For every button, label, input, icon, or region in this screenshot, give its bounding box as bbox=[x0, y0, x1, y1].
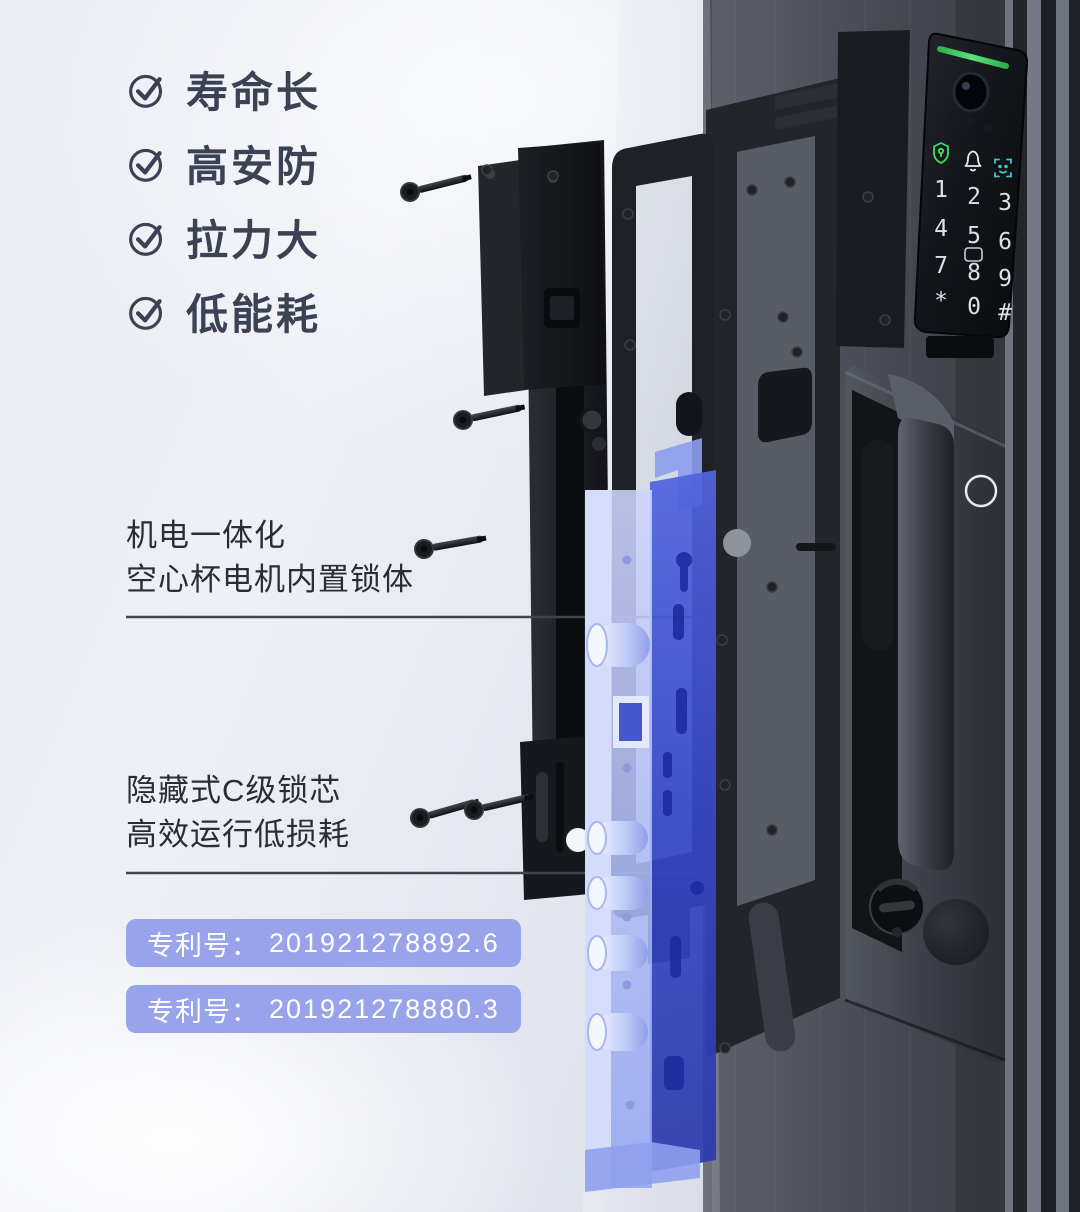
latch-window bbox=[613, 696, 649, 748]
keypad-keys: 1 2 3 4 5 6 7 8 9 * 0 # bbox=[934, 177, 1012, 326]
checkmark-circle-icon bbox=[129, 148, 163, 182]
panel-bottom-bevel bbox=[844, 998, 1006, 1062]
ring-button bbox=[964, 474, 998, 508]
motor-module bbox=[478, 142, 606, 396]
mounting-frame-plate bbox=[706, 78, 840, 1058]
patent-badge: 专利号： 201921278880.3 bbox=[126, 985, 521, 1033]
card-icon bbox=[964, 247, 983, 262]
feature-label: 低能耗 bbox=[186, 290, 322, 338]
checkmark-circle-icon bbox=[129, 222, 163, 256]
patent-badges: 专利号： 201921278892.6 专利号： 201921278880.3 bbox=[126, 919, 521, 1051]
screw bbox=[453, 404, 526, 430]
screw bbox=[414, 535, 487, 559]
callout-line: 机电一体化 bbox=[126, 518, 286, 553]
callout-line: 高效运行低损耗 bbox=[126, 817, 350, 852]
screw bbox=[400, 174, 472, 202]
status-light bbox=[937, 46, 1009, 69]
patent-badge: 专利号： 201921278892.6 bbox=[126, 919, 521, 967]
back-plate-cutouts bbox=[663, 552, 704, 1090]
feature-item: 寿命长 bbox=[126, 52, 321, 126]
feature-item: 高安防 bbox=[126, 126, 321, 200]
small-screws bbox=[481, 164, 891, 1054]
feature-label: 寿命长 bbox=[186, 68, 322, 116]
proximity-sensor-dots bbox=[946, 109, 993, 133]
key-1: 1 bbox=[934, 177, 948, 203]
feature-item: 拉力大 bbox=[126, 200, 321, 274]
lock-body bbox=[585, 438, 716, 1192]
face-id-icon bbox=[994, 158, 1012, 178]
mounting-rails bbox=[775, 30, 910, 348]
deadbolts bbox=[586, 623, 650, 1051]
checkmark-circle-icon bbox=[129, 74, 163, 108]
door-frame-extrusion bbox=[1005, 0, 1080, 1212]
doorbell-icon bbox=[964, 150, 982, 172]
privacy-knob bbox=[923, 899, 989, 965]
key-8: 8 bbox=[967, 260, 981, 286]
panel-connector bbox=[926, 336, 994, 358]
thumbturn bbox=[869, 878, 925, 937]
patent-number: 201921278880.3 bbox=[269, 993, 500, 1024]
key-9: 9 bbox=[998, 266, 1012, 292]
screws bbox=[400, 174, 534, 828]
shield-lock-icon bbox=[933, 142, 949, 164]
key-4: 4 bbox=[934, 216, 948, 242]
lock-body-back-plate bbox=[650, 470, 716, 1172]
keypad-panel: 1 2 3 4 5 6 7 8 9 * 0 # bbox=[913, 32, 1029, 358]
key-6: 6 bbox=[998, 229, 1012, 255]
key-star: * bbox=[934, 288, 948, 314]
callout-cylinder: 隐藏式C级锁芯 高效运行低损耗 bbox=[126, 769, 350, 857]
door-handle bbox=[898, 417, 954, 871]
feature-item: 低能耗 bbox=[126, 274, 321, 348]
callout-line: 隐藏式C级锁芯 bbox=[126, 773, 342, 808]
screw bbox=[410, 798, 480, 828]
feature-list: 寿命长 高安防 拉力大 低能耗 bbox=[126, 52, 321, 348]
key-0: 0 bbox=[967, 294, 981, 320]
key-7: 7 bbox=[934, 253, 948, 279]
feature-label: 拉力大 bbox=[186, 216, 322, 264]
key-2: 2 bbox=[967, 184, 981, 210]
feature-label: 高安防 bbox=[186, 142, 322, 190]
callout-line: 空心杯电机内置锁体 bbox=[126, 562, 414, 597]
patent-label: 专利号： bbox=[147, 996, 259, 1027]
patent-label: 专利号： bbox=[147, 930, 259, 961]
patent-number: 201921278892.6 bbox=[269, 927, 500, 958]
checkmark-circle-icon bbox=[129, 296, 163, 330]
screw bbox=[464, 793, 534, 820]
fingerprint-window bbox=[862, 440, 894, 650]
camera-icon bbox=[952, 71, 990, 113]
callout-motor: 机电一体化 空心杯电机内置锁体 bbox=[126, 514, 414, 602]
key-3: 3 bbox=[998, 190, 1012, 216]
key-hash: # bbox=[998, 300, 1012, 326]
key-5: 5 bbox=[967, 223, 981, 249]
lock-body-foot bbox=[585, 1142, 700, 1192]
interior-panel bbox=[844, 366, 1006, 1063]
